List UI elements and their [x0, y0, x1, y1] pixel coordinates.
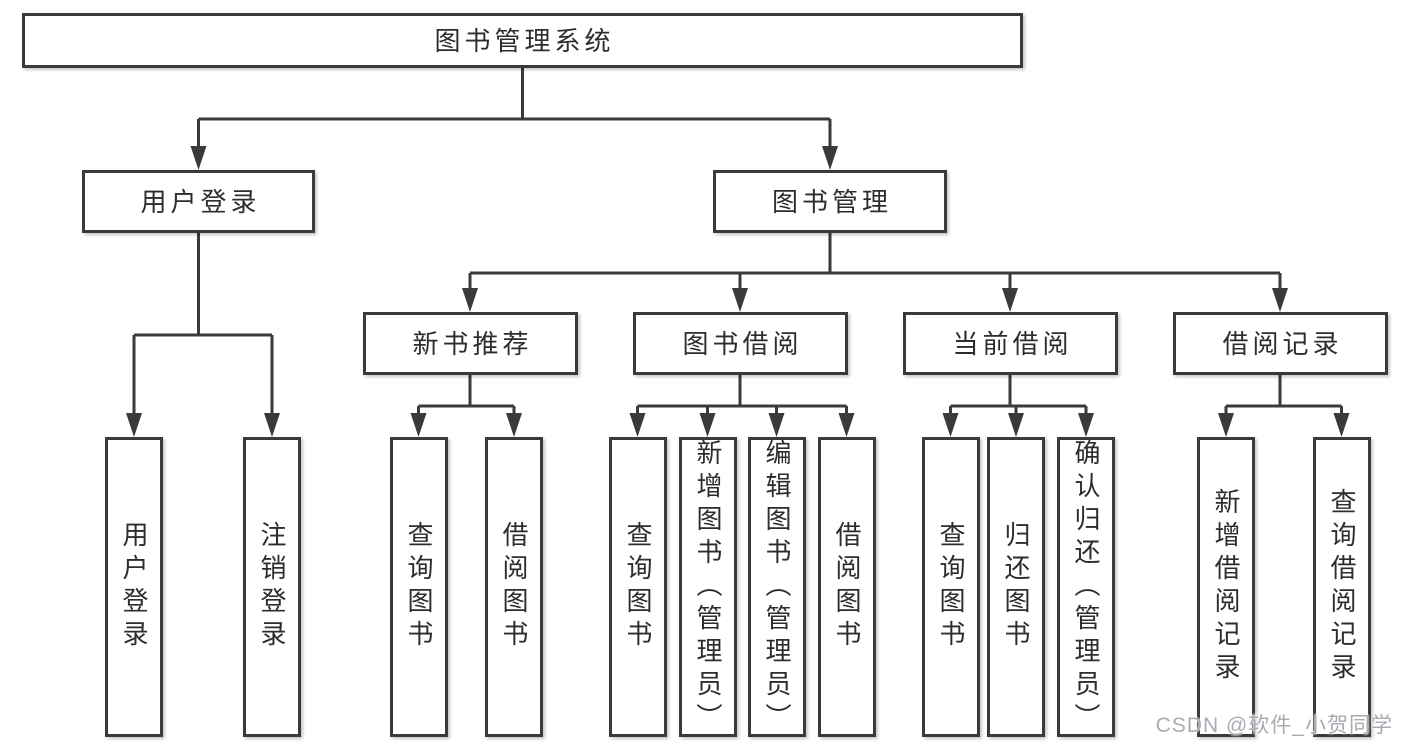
leaf-return-books-label: 归还图书	[1001, 521, 1031, 653]
node-current-borrow: 当前借阅	[903, 312, 1118, 375]
node-current-borrow-label: 当前借阅	[952, 328, 1073, 359]
node-user-login: 用户登录	[82, 170, 315, 233]
leaf-logout-label: 注销登录	[257, 521, 287, 653]
node-new-book-recommend-label: 新书推荐	[412, 328, 533, 359]
node-book-management-label: 图书管理	[771, 186, 892, 217]
leaf-confirm-return-admin-label: 确认归还（管理员）	[1071, 438, 1101, 736]
leaf-add-books-admin-label: 新增图书（管理员）	[693, 438, 723, 736]
leaf-query-borrow-record: 查询借阅记录	[1313, 437, 1371, 737]
node-borrow-records: 借阅记录	[1173, 312, 1388, 375]
leaf-borrow-books-recommend: 借阅图书	[485, 437, 543, 737]
arrowheads	[126, 146, 1350, 437]
leaf-borrow-books-recommend-label: 借阅图书	[499, 521, 529, 653]
leaf-edit-books-admin: 编辑图书（管理员）	[748, 437, 806, 737]
leaf-logout: 注销登录	[243, 437, 301, 737]
node-borrow-records-label: 借阅记录	[1222, 328, 1343, 359]
node-root: 图书管理系统	[22, 13, 1023, 68]
leaf-query-books-borrow-label: 查询图书	[623, 521, 653, 653]
leaf-return-books: 归还图书	[987, 437, 1045, 737]
node-new-book-recommend: 新书推荐	[363, 312, 578, 375]
node-root-label: 图书管理系统	[434, 25, 615, 56]
leaf-borrow-books-label: 借阅图书	[832, 521, 862, 653]
node-book-borrow-label: 图书借阅	[682, 328, 803, 359]
leaf-query-books-borrow: 查询图书	[609, 437, 667, 737]
leaf-add-borrow-record-label: 新增借阅记录	[1211, 488, 1241, 686]
leaf-edit-books-admin-label: 编辑图书（管理员）	[762, 438, 792, 736]
leaf-user-login-label: 用户登录	[119, 521, 149, 653]
leaf-borrow-books: 借阅图书	[818, 437, 876, 737]
leaf-confirm-return-admin: 确认归还（管理员）	[1057, 437, 1115, 737]
leaf-query-borrow-record-label: 查询借阅记录	[1327, 488, 1357, 686]
leaf-add-books-admin: 新增图书（管理员）	[679, 437, 737, 737]
node-book-borrow: 图书借阅	[633, 312, 848, 375]
leaf-add-borrow-record: 新增借阅记录	[1197, 437, 1255, 737]
watermark: CSDN @软件_小贺同学	[1155, 714, 1393, 737]
node-book-management: 图书管理	[713, 170, 947, 233]
leaf-query-books-recommend: 查询图书	[390, 437, 448, 737]
leaf-query-books-current-label: 查询图书	[936, 521, 966, 653]
connector-paths	[132, 68, 1343, 414]
node-user-login-label: 用户登录	[140, 186, 261, 217]
leaf-query-books-recommend-label: 查询图书	[404, 521, 434, 653]
leaf-user-login: 用户登录	[105, 437, 163, 737]
leaf-query-books-current: 查询图书	[922, 437, 980, 737]
